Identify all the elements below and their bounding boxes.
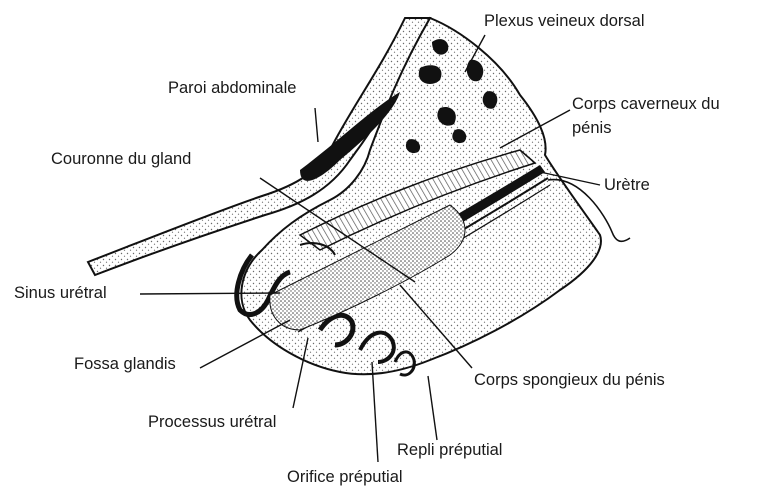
label-plexus-veineux-dorsal: Plexus veineux dorsal: [484, 12, 645, 31]
label-uretre: Urètre: [604, 176, 650, 195]
label-sinus-uretral: Sinus urétral: [14, 284, 107, 303]
label-couronne-du-gland: Couronne du gland: [51, 150, 191, 169]
label-processus-uretral: Processus urétral: [148, 413, 276, 432]
label-orifice-preputial: Orifice préputial: [287, 468, 403, 487]
label-paroi-abdominale: Paroi abdominale: [168, 79, 296, 98]
label-corps-caverneux-line1: Corps caverneux du: [572, 95, 720, 114]
label-repli-preputial: Repli préputial: [397, 441, 502, 460]
label-fossa-glandis: Fossa glandis: [74, 355, 176, 374]
label-corps-spongieux: Corps spongieux du pénis: [474, 371, 665, 390]
label-corps-caverneux-line2: pénis: [572, 119, 611, 138]
